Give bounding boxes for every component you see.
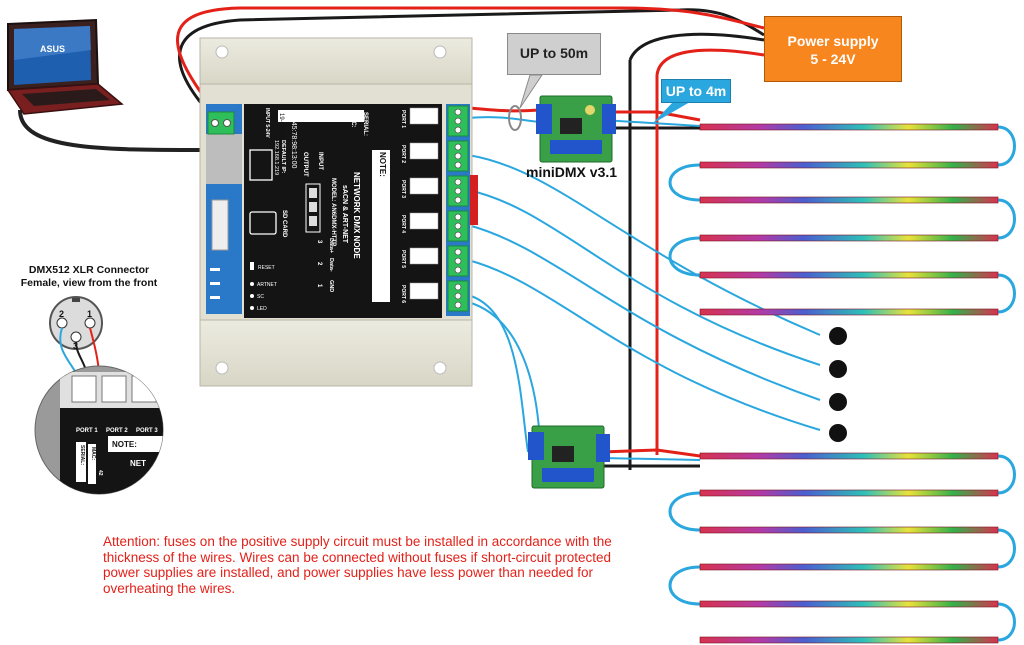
laptop-cable — [18, 109, 206, 152]
led-label-led: LED — [257, 306, 267, 312]
xlr-title-line1: DMX512 XLR Connector — [28, 264, 150, 276]
power-supply-voltage: 5 - 24V — [810, 51, 856, 67]
serial-value: 19-076001 — [278, 113, 284, 142]
power-supply-box: Power supply 5 - 24V — [764, 16, 902, 82]
zoom-mac-value: 42 — [97, 470, 103, 476]
port-label-5: PORT 5 — [400, 250, 406, 268]
xlr-pin-2: 2 — [59, 309, 64, 319]
node-note-label: NOTE: — [378, 152, 387, 177]
zoom-port-3: PORT 3 — [136, 428, 158, 434]
pin-label-gnd: GND — [328, 280, 334, 292]
pin-label-data-minus: Data- — [328, 258, 334, 272]
ethernet-port-icon — [249, 149, 273, 181]
note-box — [372, 150, 390, 302]
up-to-50m-callout: UP to 50m — [507, 33, 601, 75]
port-label-3: PORT 3 — [400, 180, 406, 198]
pin-label-data-plus: Data+ — [328, 238, 334, 253]
xlr-connector-title: DMX512 XLR Connector Female, view from t… — [4, 264, 174, 290]
port-pin-blocks — [409, 107, 439, 300]
led-label-sc: SC — [257, 294, 264, 300]
mac-value: 42:45:78:98:13:00 — [290, 112, 297, 169]
node-label-panel — [244, 104, 442, 318]
pin-number-3: 3 — [316, 240, 322, 244]
minidmx-board-bottom — [528, 425, 610, 489]
input-header: INPUT — [317, 152, 323, 170]
pin-number-2: 2 — [316, 262, 322, 266]
pin-number-1: 1 — [316, 284, 322, 288]
port-label-4: PORT 4 — [400, 215, 406, 233]
sd-card-icon — [249, 211, 277, 235]
port-terminals — [447, 105, 469, 312]
minidmx-label: miniDMX v3.1 — [526, 164, 618, 180]
input-power-label: INPUT 5-24V — [264, 108, 270, 138]
up4-pointer — [652, 102, 690, 124]
zoom-mac: MAC: — [90, 447, 96, 460]
default-ip-value: 192.168.1.219 — [273, 140, 279, 175]
reset-label: RESET — [258, 265, 275, 271]
output-header: OUTPUT — [302, 152, 308, 177]
led-label-artnet: ARTNET — [257, 282, 277, 288]
xlr-pin-1: 1 — [87, 309, 92, 319]
power-wires — [176, 6, 765, 458]
node-title: NETWORK DMX NODE — [352, 172, 361, 259]
port-label-1: PORT 1 — [400, 110, 406, 128]
up-to-4m-callout: UP to 4m — [661, 79, 731, 103]
cable-tie — [508, 105, 522, 131]
continuation-dots — [829, 327, 847, 442]
xlr-connector-icon — [49, 296, 103, 350]
attention-note: Attention: fuses on the positive supply … — [103, 534, 612, 596]
sd-card-label: SD CARD — [281, 210, 287, 238]
led-strips-lower — [668, 452, 1016, 644]
led-strips-upper — [668, 123, 1016, 316]
serial-label: SERIAL: — [362, 112, 368, 136]
zoom-port-2: PORT 2 — [106, 428, 128, 434]
power-supply-title: Power supply — [787, 33, 879, 49]
zoom-title: NET — [130, 459, 146, 468]
mac-label: MAC: — [350, 112, 356, 128]
default-ip-label: DEFAULT IP: — [280, 140, 286, 174]
zoom-note: NOTE: — [112, 440, 137, 449]
xlr-title-line2: Female, view from the front — [20, 277, 158, 289]
dmx-data-wires — [467, 116, 821, 461]
minidmx-board-top — [536, 95, 616, 163]
up50-pointer — [519, 74, 543, 109]
laptop-brand: ASUS — [40, 44, 65, 54]
laptop-icon — [6, 18, 124, 115]
port-label-2: PORT 2 — [400, 145, 406, 163]
zoom-port-1: PORT 1 — [76, 428, 98, 434]
node-model: MODEL: AN6DMX-HTTP — [330, 178, 336, 246]
node-subtitle: sACN & ART-NET — [341, 185, 348, 244]
port-label-6: PORT 6 — [400, 285, 406, 303]
zoom-serial: SERIAL: — [79, 445, 85, 465]
